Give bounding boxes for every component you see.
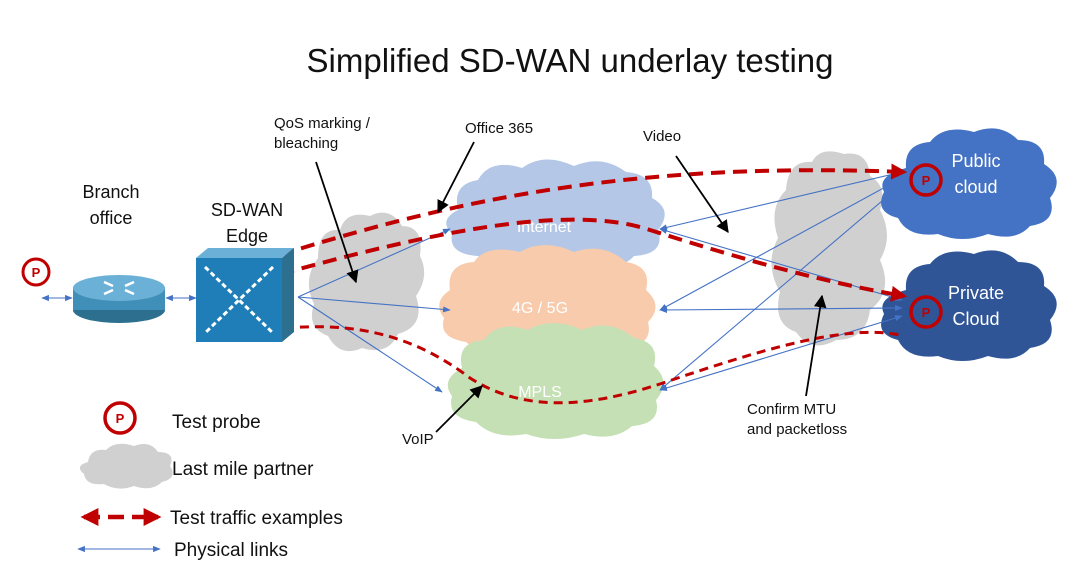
diagram-title: Simplified SD-WAN underlay testing (307, 42, 834, 79)
legend-probe-icon: P (103, 401, 137, 435)
sdwan-edge-label-1: SD-WAN (211, 200, 283, 220)
router-arrows-icon (103, 280, 135, 296)
public-cloud: Public cloud (881, 128, 1057, 239)
sdwan-edge-label-2: Edge (226, 226, 268, 246)
qos-label-2: bleaching (274, 135, 338, 152)
private-cloud-label-1: Private (948, 283, 1004, 303)
legend-physical-label: Physical links (174, 540, 288, 561)
video-label: Video (643, 128, 681, 145)
legend: P Test probe Last mile partner Test traf… (77, 401, 343, 561)
mtu-label-2: and packetloss (747, 421, 847, 438)
mpls-cloud: MPLS (447, 323, 664, 439)
legend-probe-symbol: P (116, 411, 125, 426)
branch-office-label-1: Branch (82, 182, 139, 202)
public-cloud-label-2: cloud (954, 177, 997, 197)
legend-traffic-label: Test traffic examples (170, 508, 343, 529)
legend-partner-icon (79, 443, 173, 489)
private-cloud-label-2: Cloud (952, 309, 999, 329)
branch-router (73, 275, 165, 323)
test-traffic (234, 163, 908, 405)
probe-public-cloud: P (909, 163, 943, 197)
public-cloud-label-1: Public (951, 151, 1000, 171)
mtu-label-1: Confirm MTU (747, 401, 836, 418)
qos-label-1: QoS marking / (274, 115, 371, 132)
mpls-label: MPLS (518, 384, 562, 401)
annotation-pointers (315, 141, 827, 433)
private-cloud: Private Cloud (881, 250, 1057, 361)
probe-public-symbol: P (922, 173, 931, 188)
branch-office-label-2: office (90, 208, 133, 228)
probe-private-symbol: P (922, 305, 931, 320)
probe-branch: P (21, 257, 51, 287)
legend-partner-label: Last mile partner (172, 459, 314, 480)
probe-branch-symbol: P (32, 265, 41, 280)
sdwan-edge-device (196, 248, 294, 342)
office365-label: Office 365 (465, 120, 533, 137)
lte-label: 4G / 5G (512, 300, 568, 317)
probe-private-cloud: P (909, 295, 943, 329)
voip-label: VoIP (402, 431, 434, 448)
last-mile-partner-right (771, 151, 887, 346)
legend-probe-label: Test probe (172, 412, 261, 433)
